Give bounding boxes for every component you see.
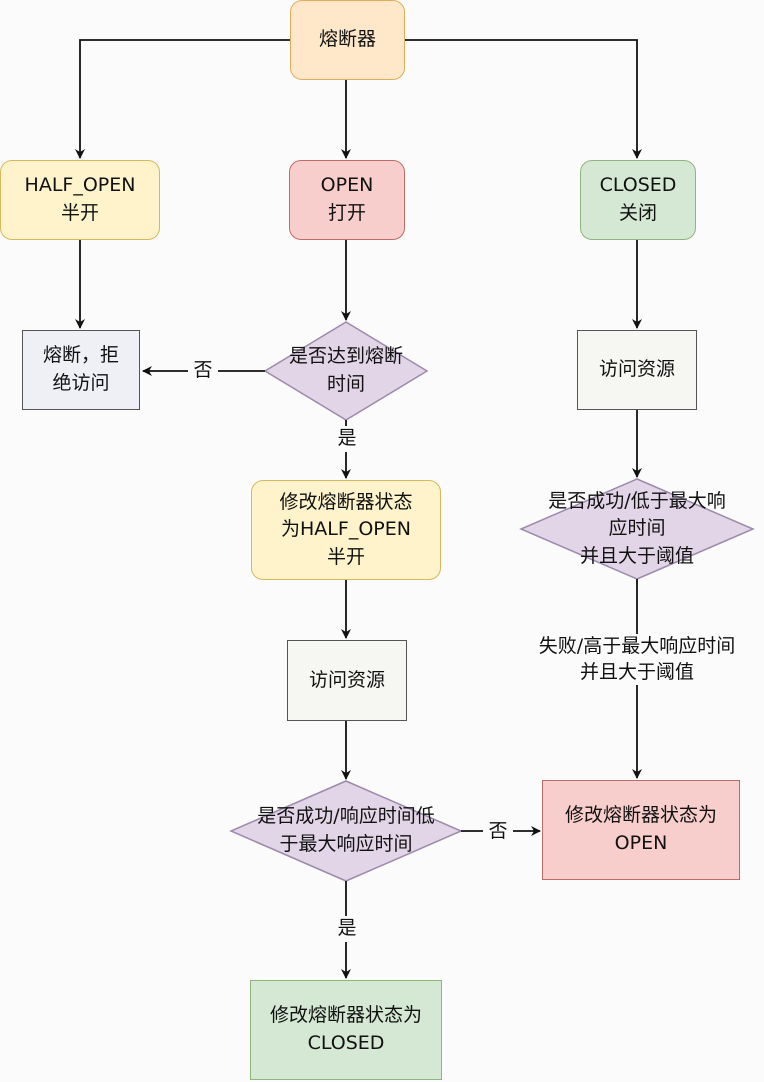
set-closed-node: 修改熔断器状态为 CLOSED xyxy=(250,980,442,1080)
edge-breaker-half-open xyxy=(75,39,290,159)
closed-node: CLOSED 关闭 xyxy=(580,160,696,240)
check-time-label: 是否达到熔断 时间 xyxy=(288,345,403,395)
access-mid-node: 访问资源 xyxy=(287,640,407,721)
edge-breaker-closed xyxy=(405,39,642,159)
edge-label-yes-half: 是 xyxy=(332,916,362,942)
edge-label-yes-time: 是 xyxy=(332,426,362,452)
reject-node: 熔断，拒 绝访问 xyxy=(22,330,140,410)
half-open-node: HALF_OPEN 半开 xyxy=(0,160,160,240)
set-open-node: 修改熔断器状态为 OPEN xyxy=(542,780,740,880)
edge-label-fail-closed: 失败/高于最大响应时间 并且大于阈值 xyxy=(514,634,760,686)
open-node: OPEN 打开 xyxy=(289,160,405,240)
edge-label-no-half: 否 xyxy=(483,819,513,845)
set-half-open-node: 修改熔断器状态 为HALF_OPEN 半开 xyxy=(251,480,441,580)
edge-label-no-time: 否 xyxy=(188,358,218,384)
access-right-node: 访问资源 xyxy=(577,330,697,410)
check-half-label: 是否成功/响应时间低 于最大响应时间 xyxy=(257,805,435,855)
breaker-node: 熔断器 xyxy=(290,0,405,80)
check-closed-label: 是否成功/低于最大响 应时间 并且大于阈值 xyxy=(548,489,726,567)
